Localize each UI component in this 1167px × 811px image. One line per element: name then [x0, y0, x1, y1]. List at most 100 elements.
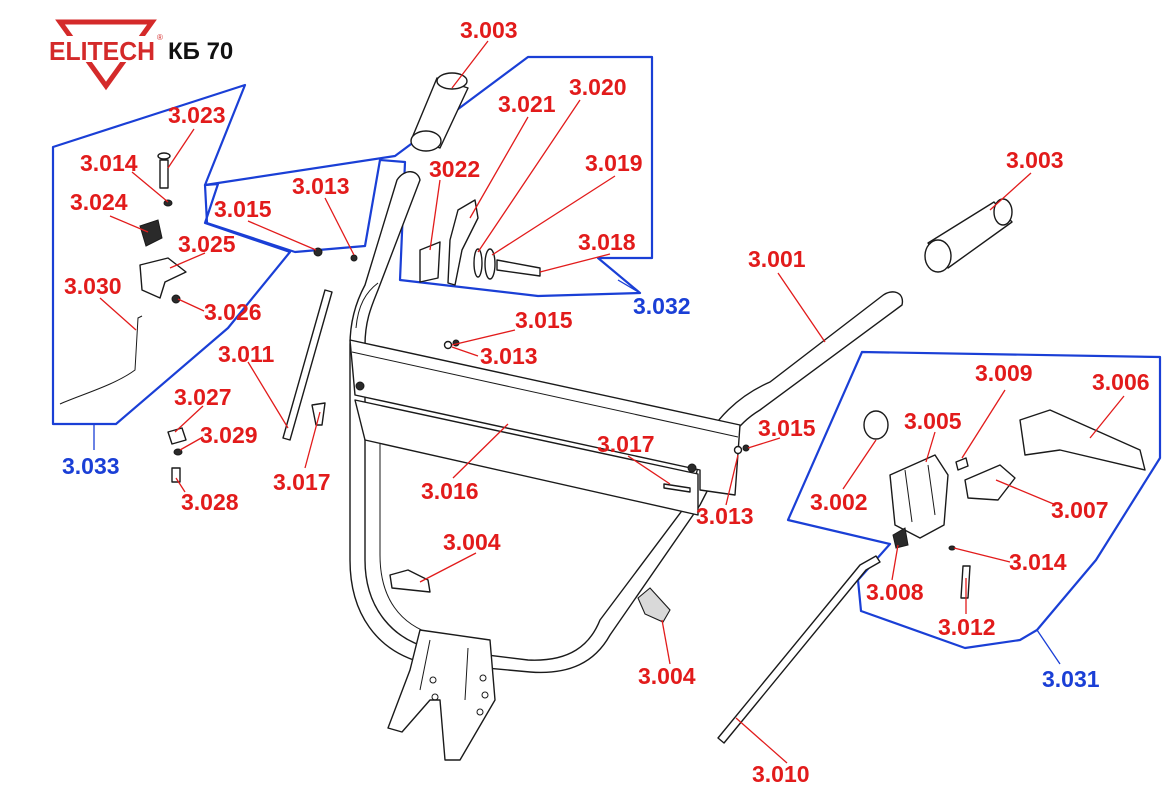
bolt-3017-left — [311, 402, 326, 426]
group-outline-3031 — [786, 350, 1162, 650]
switch-box-3025 — [139, 257, 187, 299]
cross-plate — [349, 339, 741, 496]
label-3027: 3.027 — [174, 384, 232, 410]
clutch-lever-assembly — [863, 409, 1146, 599]
group-label-3031: 3.031 — [1042, 666, 1100, 692]
label-3014-right: 3.014 — [1009, 549, 1067, 575]
washer-3029 — [173, 448, 183, 456]
label-3001: 3.001 — [748, 246, 806, 272]
control-lever-assembly — [419, 199, 541, 286]
lever-body-edges — [904, 464, 936, 523]
label-3015-right: 3.015 — [758, 415, 816, 441]
plate-3004-center — [389, 569, 431, 593]
pin-3023 — [159, 159, 169, 189]
label-3019: 3.019 — [585, 150, 643, 176]
label-3013-group: 3.013 — [292, 173, 350, 199]
cross-plate-fold — [351, 351, 739, 438]
cable-3030 — [59, 315, 143, 405]
label-3014-left: 3.014 — [80, 150, 138, 176]
label-3013-right: 3.013 — [696, 503, 754, 529]
label-3021: 3.021 — [498, 91, 556, 117]
label-3012: 3.012 — [938, 614, 996, 640]
cross-plate-lower — [354, 399, 699, 516]
label-3017-right: 3.017 — [597, 431, 655, 457]
washer-3015-center — [443, 340, 453, 350]
logo-text-backdrop — [46, 36, 158, 62]
label-3011: 3.011 — [218, 341, 274, 367]
switch-assembly — [59, 152, 187, 483]
label-3002: 3.002 — [810, 489, 868, 515]
label-3004-right: 3.004 — [638, 663, 696, 689]
lever-body-3005 — [889, 454, 949, 539]
label-3007: 3.007 — [1051, 497, 1109, 523]
switch-3024 — [139, 219, 163, 247]
rod-3011 — [282, 289, 333, 441]
washer-3014 — [163, 199, 173, 207]
bottom-bracket — [387, 629, 496, 761]
rod-3010 — [717, 555, 881, 744]
spring-3019 — [484, 248, 496, 280]
pin-3009 — [955, 457, 969, 471]
bracket-hole — [479, 674, 487, 682]
group-label-3032: 3.032 — [633, 293, 691, 319]
label-3015-group: 3.015 — [214, 196, 272, 222]
screw-3028 — [171, 467, 181, 483]
cover-3007 — [964, 464, 1016, 501]
knob-3008 — [892, 527, 909, 549]
bolt-3018 — [496, 259, 541, 277]
handlebar-frame — [349, 171, 904, 761]
plate-3004-right — [637, 587, 671, 623]
label-3029: 3.029 — [200, 422, 258, 448]
label-3003-right: 3.003 — [1006, 147, 1064, 173]
label-3024: 3.024 — [70, 189, 128, 215]
grip-upper — [410, 72, 469, 152]
group-label-3033: 3.033 — [62, 453, 120, 479]
clamp-3002 — [863, 410, 889, 440]
label-3026: 3.026 — [204, 299, 262, 325]
label-3006: 3.006 — [1092, 369, 1150, 395]
registered-mark: ® — [157, 33, 163, 42]
washer-3020 — [473, 248, 483, 278]
bolt-3017-right — [663, 483, 691, 493]
label-3022: 3022 — [429, 156, 480, 182]
label-3028: 3.028 — [181, 489, 239, 515]
grip-end — [436, 72, 468, 90]
label-3010: 3.010 — [752, 761, 810, 787]
washer-3013-right — [733, 445, 743, 455]
frame-tube-shade — [355, 282, 379, 329]
leader-lines — [93, 40, 1125, 764]
brand-name: ELITECH — [49, 36, 155, 66]
handle-3006 — [1019, 409, 1146, 471]
grip-end — [410, 130, 442, 152]
label-3016: 3.016 — [421, 478, 479, 504]
label-3004-center: 3.004 — [443, 529, 501, 555]
elitech-logo: ELITECH ® — [46, 19, 163, 91]
model-name: КБ 70 — [168, 38, 233, 65]
label-3023: 3.023 — [168, 102, 226, 128]
label-3008: 3.008 — [866, 579, 924, 605]
label-3013-center: 3.013 — [480, 343, 538, 369]
bracket-hole — [476, 708, 484, 716]
bracket-3022 — [419, 241, 441, 283]
part-labels: 3.003 3.023 3.021 3.020 3.014 3022 3.019… — [64, 17, 1150, 787]
label-3025: 3.025 — [178, 231, 236, 257]
lever-3021 — [447, 199, 479, 286]
bracket-hole — [431, 693, 439, 701]
nut-3026 — [171, 294, 181, 304]
bracket-edges — [419, 639, 469, 701]
label-3017-left: 3.017 — [273, 469, 331, 495]
label-3005: 3.005 — [904, 408, 962, 434]
washer-3013 — [350, 254, 358, 262]
label-3018: 3.018 — [578, 229, 636, 255]
plate-bolt-left — [355, 381, 365, 391]
grip-end — [993, 198, 1013, 226]
bracket-hole — [429, 676, 437, 684]
label-3020: 3.020 — [569, 74, 627, 100]
bracket-hole — [481, 691, 489, 699]
label-3030: 3.030 — [64, 273, 122, 299]
grip-right — [924, 198, 1013, 273]
plate-bolt-right — [687, 463, 697, 473]
label-3003-top: 3.003 — [460, 17, 518, 43]
label-3009: 3.009 — [975, 360, 1033, 386]
